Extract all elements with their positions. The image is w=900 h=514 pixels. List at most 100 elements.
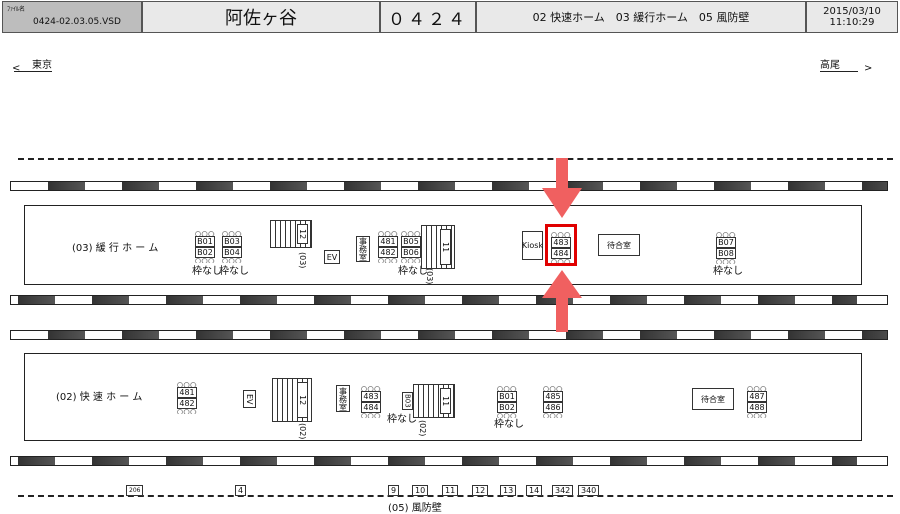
stair-number: 11 [440, 229, 451, 265]
no-frame-note: 枠なし [387, 414, 417, 425]
windbreak-label: (05) 風防壁 [388, 503, 442, 514]
light-icon [195, 231, 215, 236]
office: 事務室 [336, 385, 350, 412]
windbreak-marker[interactable]: 10 [412, 485, 429, 496]
waiting-room: 待合室 [692, 388, 734, 410]
light-icon [378, 258, 398, 263]
windbreak-marker[interactable]: 342 [552, 485, 574, 496]
light-icon [177, 382, 197, 387]
ad-panel-bottom: B06 [401, 247, 421, 258]
stair-tag: (02) [418, 420, 427, 437]
stair-tag: (03) [298, 252, 307, 269]
ad-panel-top: 481 [177, 387, 197, 398]
stair-number: 12 [297, 224, 308, 244]
sections-cell: 02 快速ホーム 03 緩行ホーム 05 風防壁 [476, 1, 806, 33]
light-icon [497, 386, 517, 391]
arrow-down-icon [542, 158, 582, 218]
ad-panel-bottom: 484 [551, 248, 571, 259]
platform-03-label: (03) 緩 行 ホ ー ム [72, 243, 159, 254]
no-frame-note: 枠なし [398, 266, 428, 277]
staircase: 11 [413, 384, 455, 418]
direction-right-label: 高尾 [820, 60, 840, 71]
light-icon [401, 231, 421, 236]
rail-4 [10, 456, 888, 466]
windbreak-marker[interactable]: 12 [472, 485, 489, 496]
ad-panel-bottom: 482 [378, 247, 398, 258]
light-icon [716, 232, 736, 237]
light-icon [177, 409, 197, 414]
platform-02-label: (02) 快 速 ホ ー ム [56, 392, 143, 403]
track-line-bottom [18, 495, 893, 497]
windbreak-marker[interactable]: 11 [442, 485, 459, 496]
ad-panel-top: 485 [543, 391, 563, 402]
rail-2 [10, 295, 888, 305]
ad-panel-bottom: B04 [222, 247, 242, 258]
sections-text: 02 快速ホーム 03 緩行ホーム 05 風防壁 [532, 11, 750, 24]
ad-panel-top: B01 [497, 391, 517, 402]
station-name: 阿佐ヶ谷 [225, 8, 297, 29]
windbreak-marker[interactable]: 206 [126, 485, 144, 496]
staircase: 12 [270, 220, 312, 248]
rail-3 [10, 330, 888, 340]
office: 事務室 [356, 236, 370, 262]
arrow-right-icon: > [864, 63, 873, 74]
stair-number: 12 [297, 382, 308, 418]
light-icon [497, 413, 517, 418]
ad-panel-top: B07 [716, 237, 736, 248]
light-icon [401, 258, 421, 263]
light-icon [361, 413, 381, 418]
stair-tag: (03) [425, 268, 434, 285]
no-frame-note: 枠なし [494, 419, 524, 430]
light-icon [716, 259, 736, 264]
windbreak-marker[interactable]: 14 [526, 485, 543, 496]
light-icon [551, 259, 571, 264]
kiosk: Kiosk [522, 231, 543, 260]
ad-panel-bottom: B02 [497, 402, 517, 413]
direction-left: 東京 [14, 56, 52, 72]
direction-left-label: 東京 [32, 60, 52, 71]
light-icon [747, 413, 767, 418]
windbreak-marker[interactable]: 340 [578, 485, 600, 496]
ad-panel-top: B03 [222, 236, 242, 247]
ad-panel-top: B05 [401, 236, 421, 247]
ad-panel-top: 483 [551, 237, 571, 248]
stair-number: 11 [440, 388, 451, 414]
windbreak-marker[interactable]: 4 [235, 485, 247, 496]
time: 11:10:29 [829, 17, 875, 28]
waiting-room: 待合室 [598, 234, 640, 256]
file-label: ﾌｧｲﾙ名 [7, 6, 26, 13]
windbreak-marker[interactable]: 13 [500, 485, 517, 496]
station-cell: 阿佐ヶ谷 [142, 1, 380, 33]
light-icon [195, 258, 215, 263]
light-icon [361, 386, 381, 391]
no-frame-note: 枠なし [713, 266, 743, 277]
arrow-left-icon: < [12, 63, 21, 74]
file-cell: ﾌｧｲﾙ名 0424-02.03.05.VSD [2, 1, 142, 33]
light-icon [543, 413, 563, 418]
light-icon [378, 231, 398, 236]
rail-1 [10, 181, 888, 191]
ad-panel-bottom: 482 [177, 398, 197, 409]
stair-tag: (02) [298, 423, 307, 440]
staircase: 12 [272, 378, 312, 422]
selected-ad-highlight[interactable] [545, 224, 577, 266]
light-icon [222, 258, 242, 263]
ad-slot-small[interactable]: B03 [402, 392, 413, 410]
track-line-top [18, 158, 893, 160]
ad-panel-top: 487 [747, 391, 767, 402]
windbreak-marker[interactable]: 9 [388, 485, 400, 496]
ad-panel-bottom: 486 [543, 402, 563, 413]
code-cell: ０４２４ [380, 1, 476, 33]
